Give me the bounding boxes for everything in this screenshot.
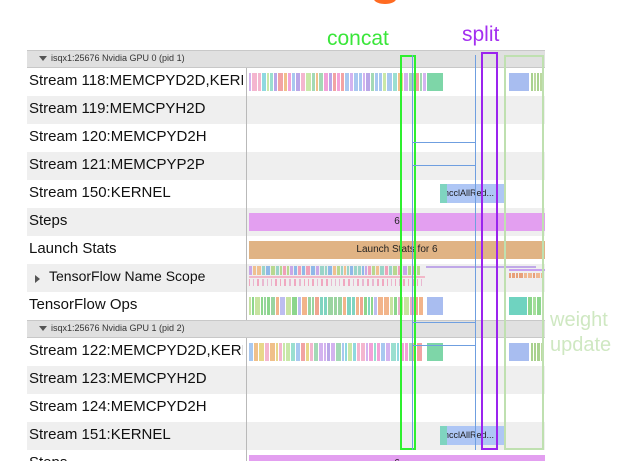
track-lane[interactable]: 6 (246, 208, 545, 236)
track-lane[interactable] (246, 338, 545, 366)
trace-bar-cluster (528, 297, 545, 315)
track-row[interactable]: Stream 122:MEMCPYD2D,KERNEL,MI (27, 338, 545, 366)
group-header-label: isqx1:25676 Nvidia GPU 0 (pid 1) (51, 53, 185, 63)
annotation-split: split (462, 23, 500, 46)
ops-block (427, 297, 443, 315)
trace-bar-cluster (249, 343, 427, 361)
track-row[interactable]: TensorFlow Name Scope (27, 264, 545, 292)
annotation-concat: concat (327, 27, 389, 50)
track-label: Stream 121:MEMCPYP2P (29, 156, 205, 173)
trace-bar-cluster (249, 297, 427, 315)
trace-bar-cluster (509, 273, 545, 278)
track-lane[interactable]: Launch Stats for 6 (246, 236, 545, 264)
chevron-down-icon[interactable] (39, 56, 47, 61)
track-label: Stream 151:KERNEL (29, 426, 171, 443)
group-header[interactable]: isqx1:25676 Nvidia GPU 1 (pid 2) (27, 320, 545, 338)
track-lane[interactable]: 6 (246, 450, 545, 461)
annotation-weight-update-line1: weight (550, 309, 608, 331)
track-row[interactable]: Stream 123:MEMCPYH2D (27, 366, 545, 394)
chevron-down-icon[interactable] (39, 326, 47, 331)
kernel-block (509, 343, 529, 361)
track-row[interactable]: Steps 6 (27, 208, 545, 236)
kernel-block (509, 73, 529, 91)
track-row[interactable]: Stream 150:KERNEL ncclAllRed... (27, 180, 545, 208)
track-row[interactable]: Stream 118:MEMCPYD2D,KERNEL,ME (27, 68, 545, 96)
track-lane[interactable]: ncclAllRed... (246, 422, 545, 450)
track-lane[interactable] (246, 68, 545, 96)
namescope-thin (426, 266, 536, 268)
trace-bar-cluster (249, 279, 425, 286)
track-label: TensorFlow Ops (29, 296, 138, 313)
track-row[interactable]: Stream 119:MEMCPYH2D (27, 96, 545, 124)
annotation-weight-update: weight update (550, 308, 611, 358)
trace-bar-cluster (531, 73, 545, 91)
track-label: Stream 150:KERNEL (29, 184, 171, 201)
track-lane[interactable]: ncclAllRed... (246, 180, 545, 208)
orange-marker-icon (374, 0, 396, 4)
namescope-thin (509, 269, 545, 271)
track-label: Steps (27, 454, 243, 461)
track-row[interactable]: Stream 124:MEMCPYD2H (27, 394, 545, 422)
track-row[interactable]: Launch Stats Launch Stats for 6 (27, 236, 545, 264)
nccl-allreduce-bar[interactable]: ncclAllRed... (440, 184, 504, 203)
launch-stats-bar[interactable]: Launch Stats for 6 (249, 241, 545, 259)
track-lane[interactable] (246, 264, 545, 292)
track-row[interactable]: TensorFlow Ops (27, 292, 545, 320)
namescope-sub (249, 276, 425, 278)
trace-bar-cluster (249, 73, 427, 91)
track-label: Stream 123:MEMCPYH2D (29, 370, 207, 387)
chevron-right-icon[interactable] (35, 275, 40, 283)
kernel-block (427, 73, 443, 91)
track-label: Steps (29, 212, 68, 229)
track-lane[interactable] (246, 292, 545, 320)
kernel-block (427, 343, 443, 361)
trace-bar-cluster (249, 266, 425, 275)
track-row[interactable]: Stream 121:MEMCPYP2P (27, 152, 545, 180)
steps-bar[interactable]: 6 (249, 455, 545, 461)
steps-bar[interactable]: 6 (249, 213, 545, 231)
track-lane[interactable] (246, 366, 545, 394)
trace-viewer[interactable]: isqx1:25676 Nvidia GPU 0 (pid 1) Stream 1… (27, 50, 545, 461)
track-label: TensorFlow Name Scope (27, 268, 243, 292)
track-lane[interactable] (246, 152, 545, 180)
track-label: Stream 122:MEMCPYD2D,KERNEL,MI (29, 342, 243, 359)
track-lane[interactable] (246, 96, 545, 124)
group-header-label: isqx1:25676 Nvidia GPU 1 (pid 2) (51, 323, 185, 333)
track-lane[interactable] (246, 124, 545, 152)
group-header[interactable]: isqx1:25676 Nvidia GPU 0 (pid 1) (27, 50, 545, 68)
track-row[interactable]: Stream 151:KERNEL ncclAllRed... (27, 422, 545, 450)
track-label: Launch Stats (29, 240, 117, 257)
ops-block (509, 297, 527, 315)
annotation-weight-update-line2: update (550, 334, 612, 356)
track-label: Stream 118:MEMCPYD2D,KERNEL,ME (29, 72, 243, 89)
track-row[interactable]: Steps 6 (27, 450, 545, 461)
track-lane[interactable] (246, 394, 545, 422)
trace-bar-cluster (531, 343, 545, 361)
track-label: Stream 120:MEMCPYD2H (29, 128, 207, 145)
nccl-allreduce-bar[interactable]: ncclAllRed... (440, 426, 504, 445)
track-label: Stream 124:MEMCPYD2H (29, 398, 207, 415)
track-row[interactable]: Stream 120:MEMCPYD2H (27, 124, 545, 152)
track-label: Stream 119:MEMCPYH2D (29, 100, 206, 117)
